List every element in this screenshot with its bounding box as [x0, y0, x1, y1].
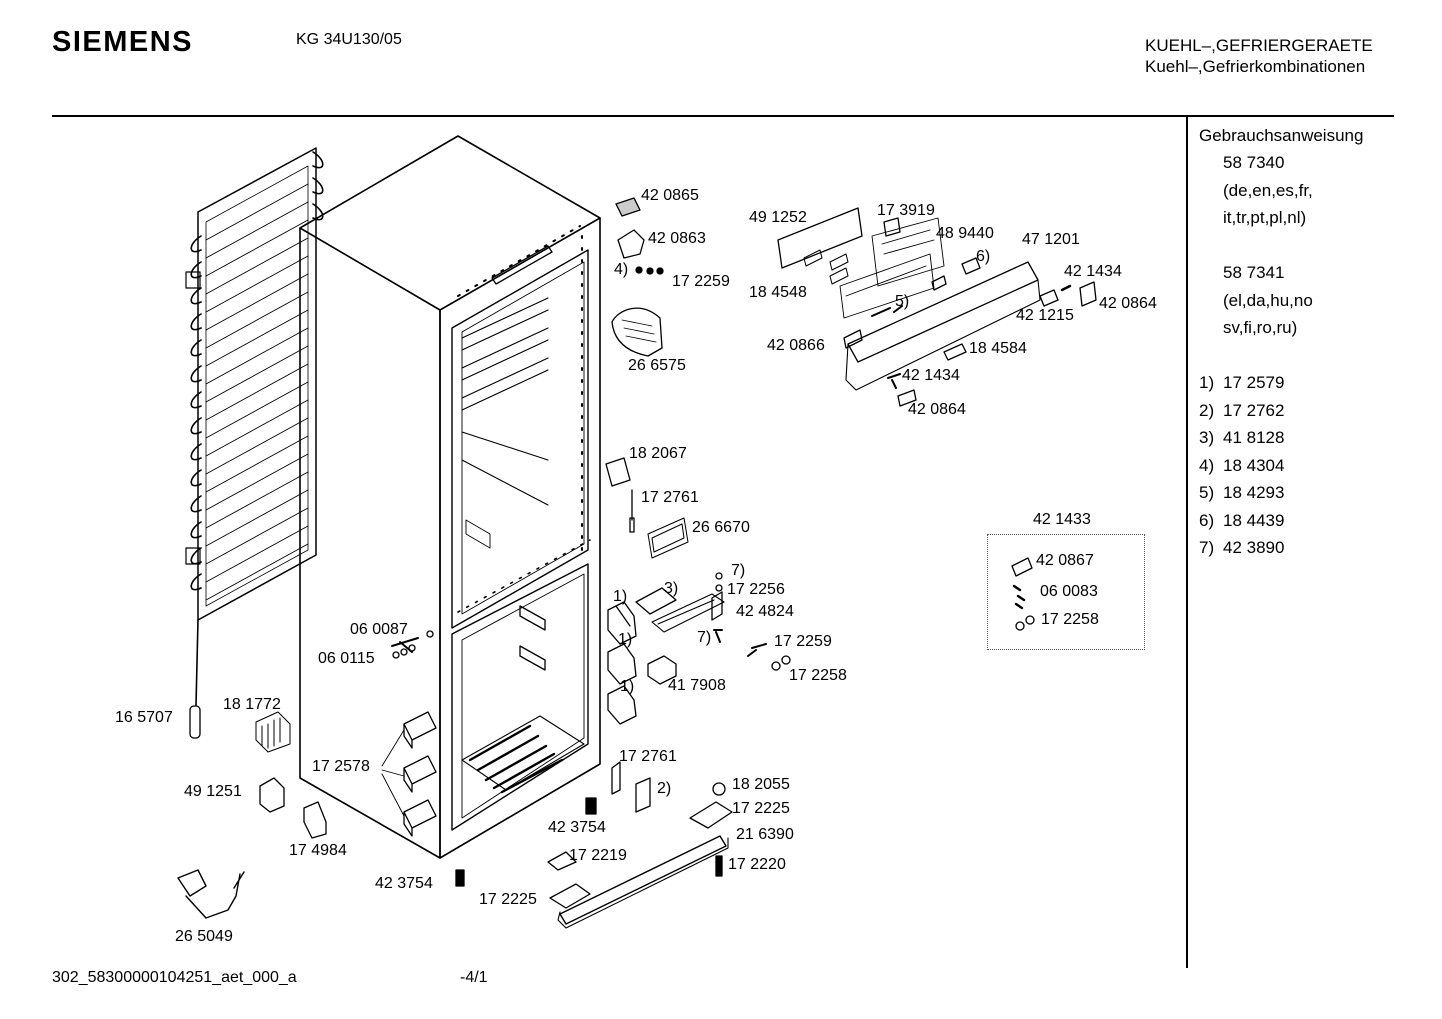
- footnote-marker: 1): [620, 678, 635, 695]
- footnote-marker: 5): [895, 293, 910, 310]
- part-label[interactable]: 17 2225: [479, 891, 537, 908]
- footnote-part: 18 4439: [1223, 511, 1285, 530]
- kit-item[interactable]: 06 0083: [1040, 583, 1098, 600]
- part-label[interactable]: 42 0866: [767, 337, 825, 354]
- part-label[interactable]: 17 2761: [619, 748, 677, 765]
- part-label[interactable]: 48 9440: [936, 225, 994, 242]
- footnote-marker: 7): [731, 562, 746, 579]
- small-parts-left: [177, 630, 434, 919]
- footnote-key: 1): [1199, 373, 1215, 392]
- part-label[interactable]: 26 6575: [628, 357, 686, 374]
- part-label[interactable]: 17 2256: [727, 581, 785, 598]
- kit-title: 42 1433: [1033, 511, 1091, 528]
- part-label[interactable]: 17 4984: [289, 842, 347, 859]
- part-label[interactable]: 42 1215: [1016, 307, 1074, 324]
- footnote-key: 6): [1199, 511, 1215, 530]
- part-label[interactable]: 17 3919: [877, 202, 935, 219]
- part-label[interactable]: 17 2259: [672, 273, 730, 290]
- part-label[interactable]: 42 1434: [902, 367, 960, 384]
- manual-1-number: 58 7340: [1223, 153, 1285, 172]
- part-label[interactable]: 21 6390: [736, 826, 794, 843]
- control-panel: [777, 207, 1097, 407]
- footnote-part: 18 4304: [1223, 456, 1285, 475]
- footnote-key: 4): [1199, 456, 1215, 475]
- part-label[interactable]: 17 2259: [774, 633, 832, 650]
- manual-heading: Gebrauchsanweisung: [1199, 126, 1364, 145]
- category-title: KUEHL–,GEFRIERGERAETE: [1145, 36, 1373, 55]
- footnote-marker: 1): [613, 588, 628, 605]
- part-label[interactable]: 26 6670: [692, 519, 750, 536]
- part-label[interactable]: 41 7908: [668, 677, 726, 694]
- header-divider: [52, 115, 1394, 117]
- footnote-marker: 7): [697, 629, 712, 646]
- part-label[interactable]: 06 0087: [350, 621, 408, 638]
- part-label[interactable]: 49 1251: [184, 783, 242, 800]
- part-label[interactable]: 18 2055: [732, 776, 790, 793]
- part-label[interactable]: 17 2225: [732, 800, 790, 817]
- part-label[interactable]: 47 1201: [1022, 231, 1080, 248]
- part-label[interactable]: 17 2219: [569, 847, 627, 864]
- part-label[interactable]: 49 1252: [749, 209, 807, 226]
- kit-frame: [987, 534, 1145, 650]
- part-label[interactable]: 17 2761: [641, 489, 699, 506]
- part-label[interactable]: 42 0863: [648, 230, 706, 247]
- footnote-marker: 3): [664, 580, 679, 597]
- part-label[interactable]: 17 2258: [789, 667, 847, 684]
- footnote-marker: 4): [614, 261, 629, 278]
- sidebar-divider: [1186, 116, 1188, 968]
- model-number: KG 34U130/05: [296, 31, 402, 48]
- part-label[interactable]: 42 0864: [1099, 295, 1157, 312]
- part-label[interactable]: 42 3754: [548, 819, 606, 836]
- footnote-marker: 1): [618, 631, 633, 648]
- category-subtitle: Kuehl–,Gefrierkombinationen: [1145, 57, 1366, 76]
- manual-2-languages: (el,da,hu,no: [1223, 291, 1313, 310]
- footnote-key: 7): [1199, 538, 1215, 557]
- footnote-key: 3): [1199, 428, 1215, 447]
- holder-parts: [381, 711, 437, 837]
- right-parts: [605, 197, 791, 725]
- footnote-part: 42 3890: [1223, 538, 1285, 557]
- part-label[interactable]: 42 0864: [908, 401, 966, 418]
- bottom-parts: [455, 761, 733, 929]
- part-label[interactable]: 42 0865: [641, 187, 699, 204]
- condenser-coil: [185, 147, 324, 706]
- part-label[interactable]: 18 4584: [969, 340, 1027, 357]
- document-id: 302_58300000104251_aet_000_a: [52, 969, 297, 986]
- part-label[interactable]: 18 1772: [223, 696, 281, 713]
- cabinet-body: [299, 135, 601, 859]
- brand-logo: SIEMENS: [52, 26, 194, 58]
- manual-1-languages: (de,en,es,fr,: [1223, 181, 1313, 200]
- part-label[interactable]: 42 3754: [375, 875, 433, 892]
- footnote-part: 41 8128: [1223, 428, 1285, 447]
- kit-item[interactable]: 17 2258: [1041, 611, 1099, 628]
- manual-2-languages-cont: sv,fi,ro,ru): [1223, 318, 1298, 337]
- footnote-marker: 2): [657, 780, 672, 797]
- part-label[interactable]: 17 2578: [312, 758, 370, 775]
- part-label[interactable]: 16 5707: [115, 709, 173, 726]
- part-label[interactable]: 06 0115: [318, 650, 375, 667]
- kit-item[interactable]: 42 0867: [1036, 552, 1094, 569]
- kit-icons: [1011, 557, 1035, 631]
- part-label[interactable]: 17 2220: [728, 856, 786, 873]
- footnote-part: 17 2762: [1223, 401, 1285, 420]
- page-number: -4/1: [460, 969, 488, 986]
- manual-2-number: 58 7341: [1223, 263, 1285, 282]
- part-label[interactable]: 42 4824: [736, 603, 794, 620]
- part-label[interactable]: 18 4548: [749, 284, 807, 301]
- part-label[interactable]: 26 5049: [175, 928, 233, 945]
- manual-1-languages-cont: it,tr,pt,pl,nl): [1223, 208, 1307, 227]
- footnote-key: 2): [1199, 401, 1215, 420]
- footnote-key: 5): [1199, 483, 1215, 502]
- footnote-part: 18 4293: [1223, 483, 1285, 502]
- part-label[interactable]: 18 2067: [629, 445, 687, 462]
- part-label[interactable]: 42 1434: [1064, 263, 1122, 280]
- footnote-part: 17 2579: [1223, 373, 1285, 392]
- footnote-marker: 6): [976, 248, 991, 265]
